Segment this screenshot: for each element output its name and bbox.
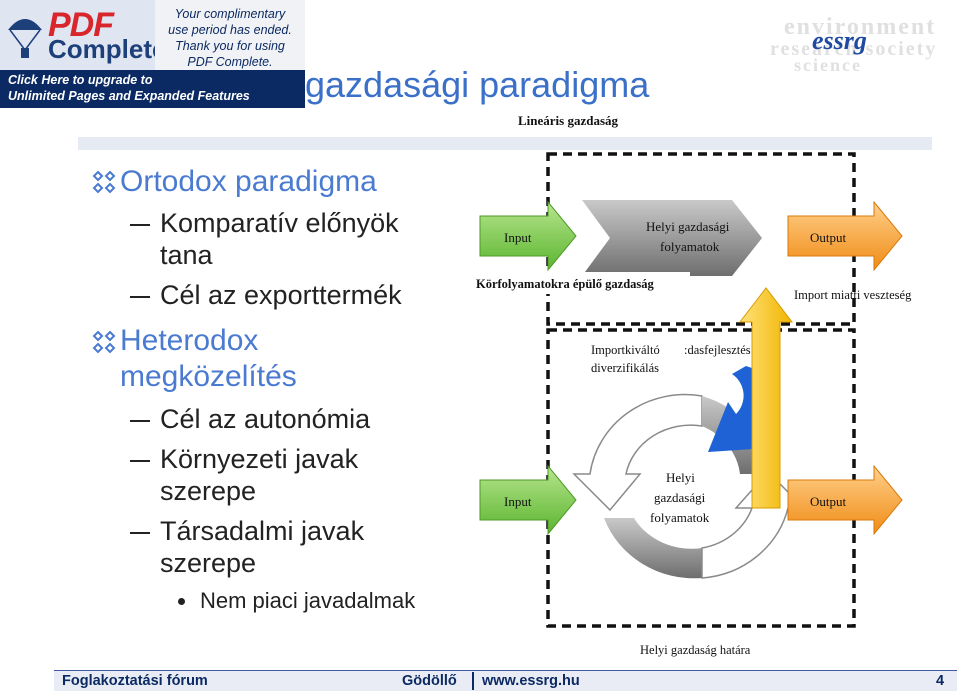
bullet-export: Cél az exporttermék [160,280,402,310]
import-substitution-label: Importkiváltó [591,343,660,357]
bullet-heterodox: Heterodox [120,324,259,357]
local-processes-bottom-label: gazdasági [654,490,706,505]
bullet-autonomia: Cél az autonómia [160,404,371,434]
upgrade-strip[interactable]: Click Here to upgrade to Unlimited Pages… [0,70,305,108]
dash-marker [130,224,150,226]
logo-watermark: science [794,55,862,75]
banner-logo-area: PDF Complete [0,0,166,70]
logo-watermark: environment [784,14,937,40]
pdf-complete-banner[interactable]: PDF Complete Your complimentary use peri… [0,0,305,108]
input-label-top: Input [504,230,532,245]
dash-marker [130,420,150,422]
promo-line: use period has ended. [168,23,292,37]
footer-url[interactable]: www.essrg.hu [482,673,580,689]
footer-forum: Foglakoztatási fórum [62,673,208,689]
bullet-heterodox-cont: megközelítés [120,360,297,393]
pdf-logo-text: PDF [48,6,114,44]
linear-economy-title: Lineáris gazdaság [518,113,619,128]
round-bullet [178,598,185,605]
recycle-arrow-left [572,393,703,512]
upgrade-line[interactable]: Unlimited Pages and Expanded Features [8,89,250,103]
bullet-komparativ: Komparatív előnyök [160,208,399,238]
essrg-brand-text: essrg [812,26,867,55]
bullet-komparativ-cont: tana [160,240,213,270]
promo-text: Your complimentary use period has ended.… [160,6,300,70]
bullet-nem-piaci: Nem piaci javadalmak [200,588,416,613]
diversification-label: diverzifikálás [591,361,659,375]
local-processes-chevron [582,200,762,276]
banner-promo-area: Your complimentary use period has ended.… [155,0,305,70]
bullet-ortodox: Ortodox paradigma [120,165,377,198]
complete-logo-text: Complete [48,34,167,64]
slide-footer: Foglakoztatási fórum Gödöllő www.essrg.h… [54,670,957,691]
local-processes-bottom-label: Helyi [666,470,695,485]
footer-page-number: 4 [936,673,945,689]
output-label-top: Output [810,230,847,245]
circular-economy-title: Körfolyamatokra épülő gazdaság [476,277,655,291]
promo-line: Your complimentary [174,7,286,21]
bullet-tarsadalmi-cont: szerepe [160,548,257,578]
input-arrow-bottom [479,464,577,536]
essrg-logo: environment research society science ess… [770,10,955,75]
local-processes-bottom-label: folyamatok [650,510,710,525]
import-substitution-label-cont: :dasfejlesztés [684,343,751,357]
local-processes-top-label: Helyi gazdasági [646,219,730,234]
parachute-icon [8,19,42,58]
diamond-bullet-icon [92,330,116,354]
diamond-bullet-icon [92,170,116,194]
economy-diagram: Lineáris gazdaság Input Helyi gazdasági … [472,113,912,657]
dash-marker [130,532,150,534]
bullet-kornyezeti: Környezeti javak [160,444,359,474]
bullet-tarsadalmi: Társadalmi javak [160,516,365,546]
upgrade-line[interactable]: Click Here to upgrade to [8,73,153,87]
dash-marker [130,460,150,462]
local-economy-border-label: Helyi gazdaság határa [640,643,751,657]
output-arrow-bottom [787,464,903,536]
upgrade-link[interactable]: Click Here to upgrade to Unlimited Pages… [8,72,250,104]
input-label-bottom: Input [504,494,532,509]
import-loss-label: Import miatti veszteség [794,288,912,302]
bullet-kornyezeti-cont: szerepe [160,476,257,506]
output-arrow-top [787,200,903,272]
input-arrow-top [479,200,577,272]
footer-separator [472,672,474,690]
promo-line: Thank you for using [175,39,285,53]
label-backdrop [472,272,690,294]
footer-place: Gödöllő [402,673,457,689]
local-processes-top-label: folyamatok [660,239,720,254]
recycle-arc-bottom [604,518,702,579]
logo-watermark: research society [770,38,938,60]
slide-title: gazdasági paradigma [305,64,650,105]
dash-marker [130,296,150,298]
output-label-bottom: Output [810,494,847,509]
promo-line: PDF Complete. [187,55,273,69]
import-loss-arrow [738,287,794,509]
title-underline-bar [78,137,932,150]
